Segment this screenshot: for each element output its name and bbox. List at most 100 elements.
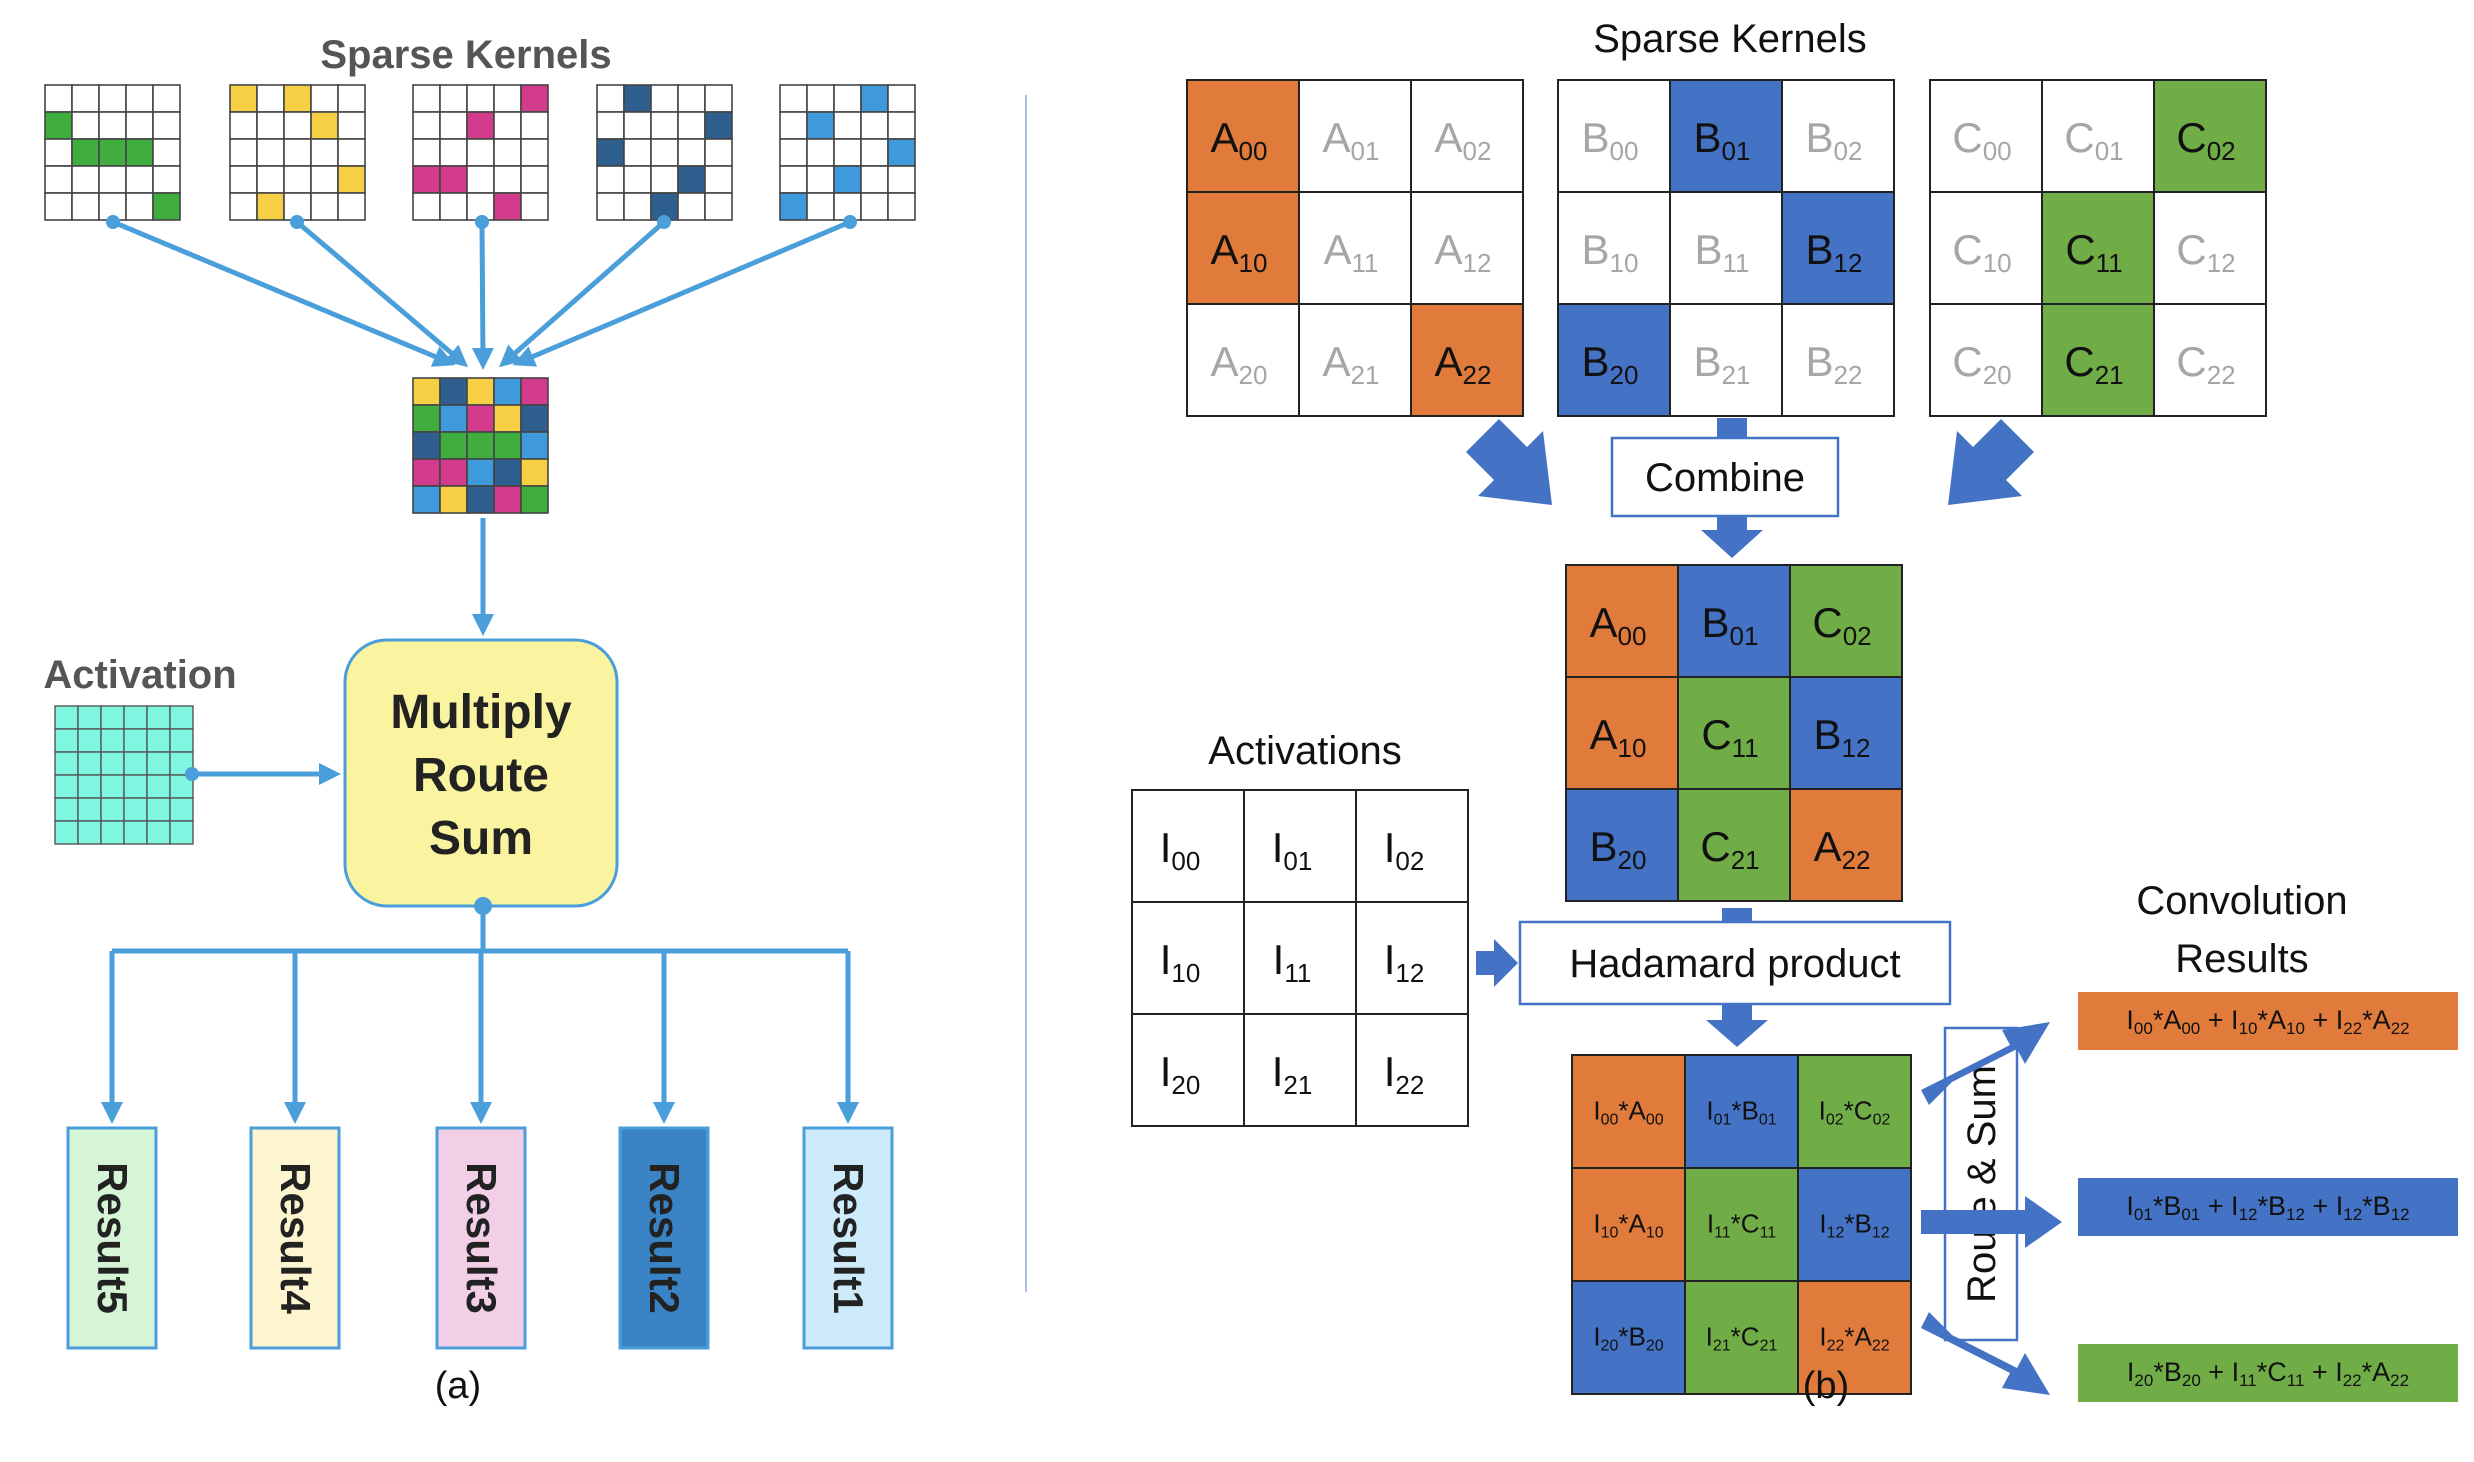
kernel-cell [887, 84, 916, 113]
kernel-cell [806, 84, 835, 113]
kernel-cell [1298, 303, 1412, 417]
kernel-cell [887, 192, 916, 221]
kernel-cell [98, 138, 127, 167]
activation-cell [123, 774, 148, 799]
panel-b-title: Sparse Kernels [1593, 17, 1866, 61]
combined-kernel-cell [439, 377, 468, 406]
kernel-cell-label: C00 [1952, 114, 2011, 166]
activation-cell-label: I11 [1273, 936, 1312, 988]
result-label: Result2 [641, 1162, 688, 1314]
combined-kernel-cell [412, 458, 441, 487]
combined-kernel-cell [466, 431, 495, 460]
kernel-cell-label: B02 [1806, 114, 1863, 166]
kernel-cell-label: B11 [1694, 226, 1749, 278]
result-box-result1: Result1 [802, 1126, 894, 1350]
activation-cell [77, 728, 102, 753]
kernel-cell-label: C20 [1952, 338, 2011, 390]
kernel-cell [466, 84, 495, 113]
sparse-kernel-1 [44, 84, 181, 221]
kernel-cell-label: B12 [1806, 226, 1863, 278]
kernel-cell-label: C01 [2064, 114, 2123, 166]
kernel-cell [806, 192, 835, 221]
hadamard-box [1518, 920, 1952, 1006]
activation-cell [169, 728, 194, 753]
product-cell [1684, 1280, 1799, 1395]
activation-cell [146, 774, 171, 799]
product-cell-label: I20*B20 [1593, 1322, 1663, 1355]
kernel-cell [98, 165, 127, 194]
product-cell-label: I10*A10 [1593, 1209, 1663, 1242]
kernel-cell-label: A00 [1211, 114, 1268, 166]
kernel-cell [520, 84, 549, 113]
combined-kernel-cell [412, 485, 441, 514]
kernel-cell [412, 84, 441, 113]
kernel-b-to-combine-stem [1717, 418, 1747, 438]
kernel-cell [310, 138, 339, 167]
kernel-cell [439, 111, 468, 140]
product-cell [1797, 1167, 1912, 1282]
kernel-cell [677, 138, 706, 167]
kernel-cell [412, 138, 441, 167]
kernel-cell [493, 111, 522, 140]
convolution-result-label: I00*A00 + I10*A10 + I22*A22 [2126, 1005, 2409, 1038]
kernel-cell [71, 165, 100, 194]
kernel-cell [256, 111, 285, 140]
route-sum-label: Route & Sum [1960, 1065, 2004, 1303]
combined-kernel-cell [520, 404, 549, 433]
caption-a: (a) [435, 1365, 481, 1407]
kernel-cell [98, 84, 127, 113]
mrs-line-3: Sum [429, 812, 533, 865]
activation-cell [123, 797, 148, 822]
hadamard-label: Hadamard product [1569, 942, 1900, 986]
route-arrow-bottom [1921, 1312, 2050, 1395]
kernel-cell [44, 165, 73, 194]
activation-cell [123, 728, 148, 753]
product-cell-label: I01*B01 [1706, 1096, 1776, 1129]
kernel-cell [125, 138, 154, 167]
kernel-cell [439, 84, 468, 113]
kernel-to-combined-arrow [295, 220, 469, 368]
kernel-cell-label: C21 [2064, 338, 2123, 390]
convolution-results-line-2: Results [2175, 937, 2308, 981]
activation-cell [1243, 901, 1357, 1015]
kernel-cell [596, 111, 625, 140]
kernel-cell [493, 84, 522, 113]
combined-kernel-cell [466, 404, 495, 433]
kernel-cell-label: C11 [2065, 226, 2122, 278]
kernel-cell [623, 138, 652, 167]
combined-kernel-cell [520, 458, 549, 487]
kernel-cell-label: C12 [2176, 226, 2235, 278]
activation-cell [77, 774, 102, 799]
kernel-cell [623, 111, 652, 140]
panel-a-sparse-kernels [44, 84, 916, 221]
combined-cell [1565, 788, 1679, 902]
result-box-bg [618, 1126, 710, 1350]
activation-cell [100, 820, 125, 845]
kernel-cell [677, 111, 706, 140]
combined-cell-label: B12 [1814, 711, 1871, 763]
panel-a-output-arrows [101, 906, 859, 1124]
kernel-cell [704, 138, 733, 167]
kernel-cell [493, 192, 522, 221]
activation-cell [54, 728, 79, 753]
caption-b: (b) [1803, 1365, 1849, 1407]
kernel-cell [520, 138, 549, 167]
product-cell-label: I21*C21 [1706, 1322, 1778, 1355]
sparse-kernel-3 [412, 84, 549, 221]
kernel-cell [44, 84, 73, 113]
kernel-to-combined-arrow [112, 219, 456, 367]
hadamard-to-product-arrow [1706, 1004, 1768, 1047]
kernel-to-combined-arrow [498, 220, 666, 368]
kernel-to-combined-arrow [512, 219, 851, 367]
activation-cell [146, 728, 171, 753]
kernel-cell [779, 111, 808, 140]
kernel-cell [1781, 303, 1895, 417]
combined-kernel-cell [466, 458, 495, 487]
kernel-cell [623, 192, 652, 221]
result-label: Result3 [458, 1162, 505, 1314]
combined-kernel-cell [493, 431, 522, 460]
